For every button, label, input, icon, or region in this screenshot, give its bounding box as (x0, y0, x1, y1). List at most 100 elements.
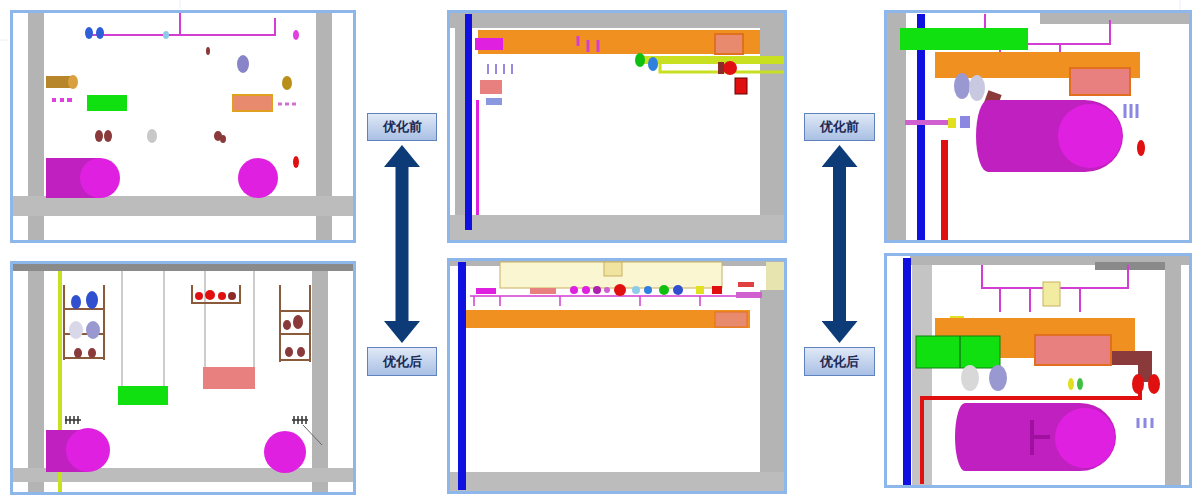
duct (480, 80, 502, 94)
duct (478, 30, 760, 54)
column (766, 262, 786, 290)
pipe-section (635, 53, 645, 67)
beam (449, 12, 785, 28)
tank (976, 100, 1123, 172)
pipe-section (218, 292, 226, 300)
duct-seam (959, 336, 961, 368)
pipe-section (969, 75, 985, 101)
panel-frame (12, 263, 355, 494)
column (760, 12, 784, 240)
pipe-section (282, 76, 292, 90)
pipe-section (960, 116, 970, 128)
panel-after-right (884, 253, 1192, 488)
pipe (922, 385, 1140, 484)
duct (715, 312, 747, 327)
pipe-section (278, 103, 296, 106)
pipe (458, 262, 466, 490)
pipe-section (297, 347, 305, 357)
panel-frame (886, 12, 1191, 242)
beam (449, 472, 785, 492)
beam (12, 263, 353, 271)
tank-end (1055, 408, 1115, 468)
duct (475, 38, 503, 50)
stage-label: 优化后 (820, 353, 859, 371)
pipe-section (1148, 374, 1160, 394)
pipe-section (570, 286, 578, 294)
pipe-section (69, 321, 83, 339)
pipe-section (195, 292, 203, 300)
pipe-section (604, 287, 610, 293)
pipe-section (644, 286, 652, 294)
beam (1095, 262, 1165, 270)
duct (1070, 68, 1130, 95)
duct (916, 336, 1000, 368)
pipe-section (1068, 378, 1074, 390)
pipe-section (293, 156, 299, 168)
panel-ground (10, 10, 355, 242)
panel-ground (447, 10, 787, 242)
pipe-section (696, 286, 704, 294)
pipe (941, 140, 948, 240)
panel-after-middle (447, 258, 787, 494)
pipe-section (712, 286, 722, 294)
pipe-section (283, 320, 291, 330)
pipe (982, 265, 1128, 312)
pipe-support (65, 416, 308, 424)
pipe-section (74, 348, 82, 358)
pipe-section (1137, 140, 1145, 156)
column (312, 271, 328, 492)
pipe-section (1132, 374, 1144, 394)
pipe-section (163, 31, 169, 39)
pipe-section (86, 321, 100, 339)
pipe (465, 14, 472, 230)
pipe-section (104, 130, 112, 142)
pipe (905, 120, 955, 125)
panel-ground (884, 10, 1192, 242)
panel-ground (447, 258, 787, 494)
pipe-section (738, 282, 754, 287)
pipe-section (206, 47, 210, 55)
duct (466, 310, 750, 328)
pipe (640, 56, 785, 64)
pipe-section (1138, 418, 1152, 428)
pipe-section (71, 295, 81, 309)
tank-end (264, 431, 306, 473)
duct (87, 95, 127, 111)
tank-end (1058, 104, 1122, 168)
stage-label-box: 优化后 (367, 347, 437, 376)
pipe-section (293, 30, 299, 40)
duct (1035, 335, 1111, 365)
panel-after-left (10, 261, 355, 494)
support-rack (280, 285, 310, 362)
pipe-section (476, 288, 496, 294)
pipe-section (614, 284, 626, 296)
panel-before-right (884, 10, 1192, 242)
beam (12, 196, 353, 216)
pipe-section (718, 62, 724, 74)
support-rack (192, 285, 240, 303)
panel-frame (449, 260, 786, 493)
column (1165, 265, 1181, 486)
panel-frame (12, 12, 355, 242)
pipe-section (86, 291, 98, 309)
stage-label-box: 优化前 (804, 113, 875, 141)
pipe-section (228, 292, 236, 300)
pipe-section (147, 129, 157, 143)
pipe-section (736, 292, 762, 298)
pipe-section (293, 315, 303, 329)
pipe-section (1125, 104, 1137, 118)
duct (203, 367, 255, 389)
pipe-section (488, 64, 512, 74)
pipe (903, 258, 911, 486)
pipe-section (593, 286, 601, 294)
fitting (735, 78, 747, 94)
pipe (476, 100, 479, 215)
pipe-section (205, 290, 215, 300)
panel-before-left (10, 10, 355, 242)
pipe-section (659, 285, 669, 295)
panel-before-middle (447, 10, 787, 242)
pipe-section (948, 118, 956, 128)
